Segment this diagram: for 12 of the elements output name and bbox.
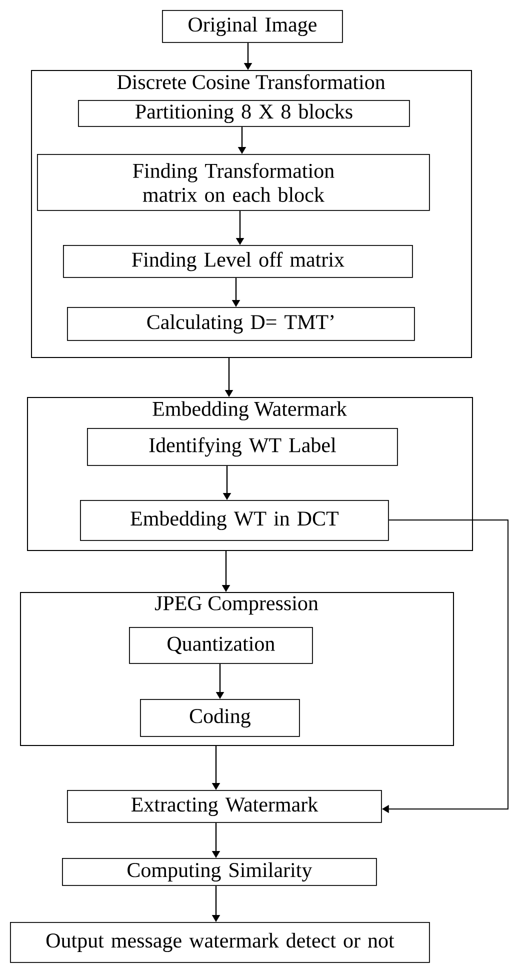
process-box: Extracting Watermark [67, 790, 382, 823]
process-box: Calculating D= TMT’ [67, 307, 415, 341]
process-box: Identifying WT Label [87, 428, 398, 466]
process-box: Finding Transformation matrix on each block [37, 154, 430, 211]
process-box: Coding [140, 699, 300, 737]
process-box: Embedding WT in DCT [80, 500, 389, 541]
process-box: Output message watermark detect or not [10, 922, 430, 963]
process-box: Computing Similarity [62, 858, 377, 886]
process-box: Finding Level off matrix [63, 245, 413, 278]
process-box: Quantization [129, 627, 313, 664]
process-box: Original Image [162, 10, 343, 43]
process-box: Partitioning 8 X 8 blocks [78, 100, 410, 127]
